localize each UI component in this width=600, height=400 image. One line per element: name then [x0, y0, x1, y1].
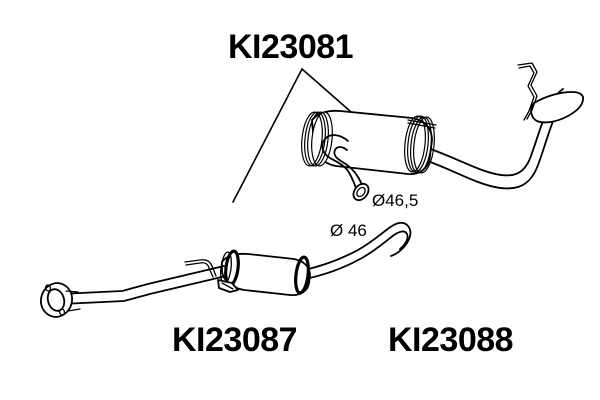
part-label-ki23088: KI23088: [388, 321, 513, 359]
front-pipe: [59, 265, 227, 305]
wire-hanger-hook: [517, 62, 538, 121]
page-title: KI23081: [228, 28, 353, 66]
rubber-mount-tab: [530, 91, 585, 124]
rolled-seam-end-cap-right: [404, 115, 435, 174]
rear-muffler-assembly: Ø46,5: [301, 62, 585, 210]
seam-band-right: [294, 255, 310, 295]
part-label-ki23087: KI23087: [172, 321, 297, 359]
rolled-seam-end-cap-left: [301, 111, 333, 167]
wire-hanger-bracket: [184, 259, 217, 278]
tailpipe: [321, 134, 370, 202]
clamp-tab: [217, 279, 239, 293]
outlet-pipe-diameter-label: Ø 46: [330, 221, 367, 240]
tailpipe-diameter-label: Ø46,5: [372, 191, 418, 210]
tailpipe-open-end: [352, 182, 370, 202]
exhaust-flange-oval: [40, 282, 81, 318]
outlet-pipe-hook: [298, 221, 412, 281]
center-silencer-assembly: Ø 46: [40, 221, 412, 318]
top-hanger-pin: [407, 119, 437, 129]
leader-chevron-icon: [232, 68, 359, 203]
